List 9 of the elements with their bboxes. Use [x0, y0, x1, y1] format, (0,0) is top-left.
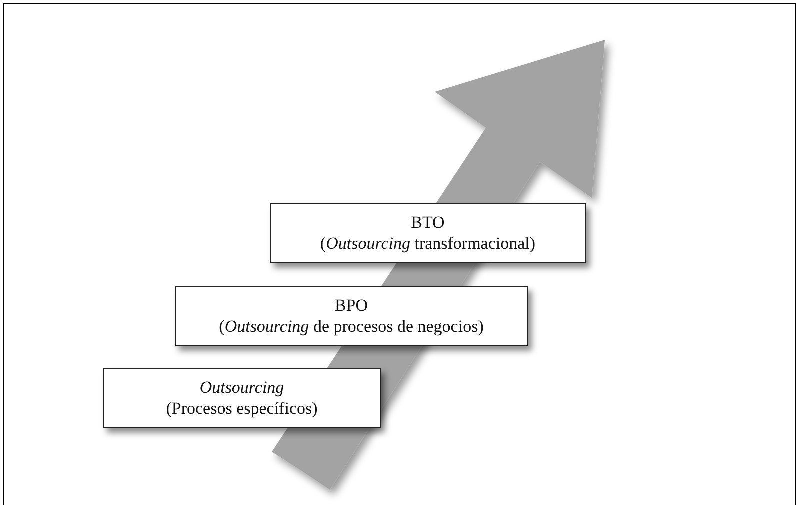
text-box	[270, 203, 586, 263]
box-subtitle: (Procesos específicos)	[166, 398, 318, 420]
box-subtitle: (Outsourcing de procesos de negocios)	[219, 316, 484, 338]
box-title: Outsourcing	[200, 376, 284, 398]
text-box	[103, 368, 381, 428]
box-title: BPO	[334, 294, 368, 316]
box-title: BTO	[411, 212, 445, 233]
box-subtitle: (Outsourcing transformacional)	[320, 233, 536, 254]
text-box	[175, 286, 528, 346]
